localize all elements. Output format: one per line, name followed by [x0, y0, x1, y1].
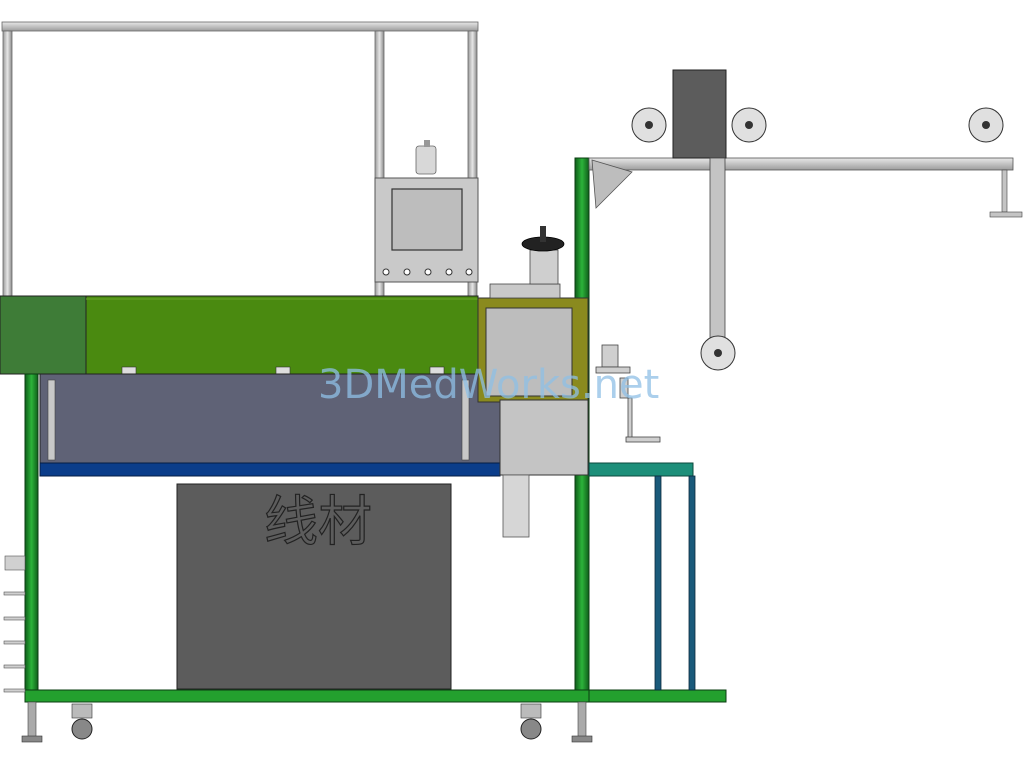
extrusion-head: [477, 226, 589, 538]
top-frame: [1, 21, 479, 297]
side-table: [588, 462, 696, 691]
control-panel: [374, 140, 479, 283]
feet-and-casters: [21, 701, 593, 743]
side-actuator: [595, 344, 661, 443]
overhead-arm: [588, 69, 1023, 339]
gas-spring-right: [461, 379, 470, 461]
caster-left-icon: [71, 718, 93, 740]
guide-rollers: [631, 107, 1004, 371]
inner-chamber: [39, 373, 501, 465]
green-cover: [0, 295, 479, 375]
cabinet-label: 线材: [264, 490, 372, 553]
watermark: 3DMedWorks.net: [318, 362, 660, 408]
panel-buttons: [382, 268, 473, 276]
hmi-screen: [391, 188, 463, 251]
signal-lamp-icon: [415, 145, 437, 175]
storage-cabinet: [176, 483, 452, 690]
side-rungs: [3, 555, 26, 693]
gas-spring-left: [47, 379, 56, 461]
blue-rail: [39, 462, 501, 477]
caster-right-icon: [520, 718, 542, 740]
